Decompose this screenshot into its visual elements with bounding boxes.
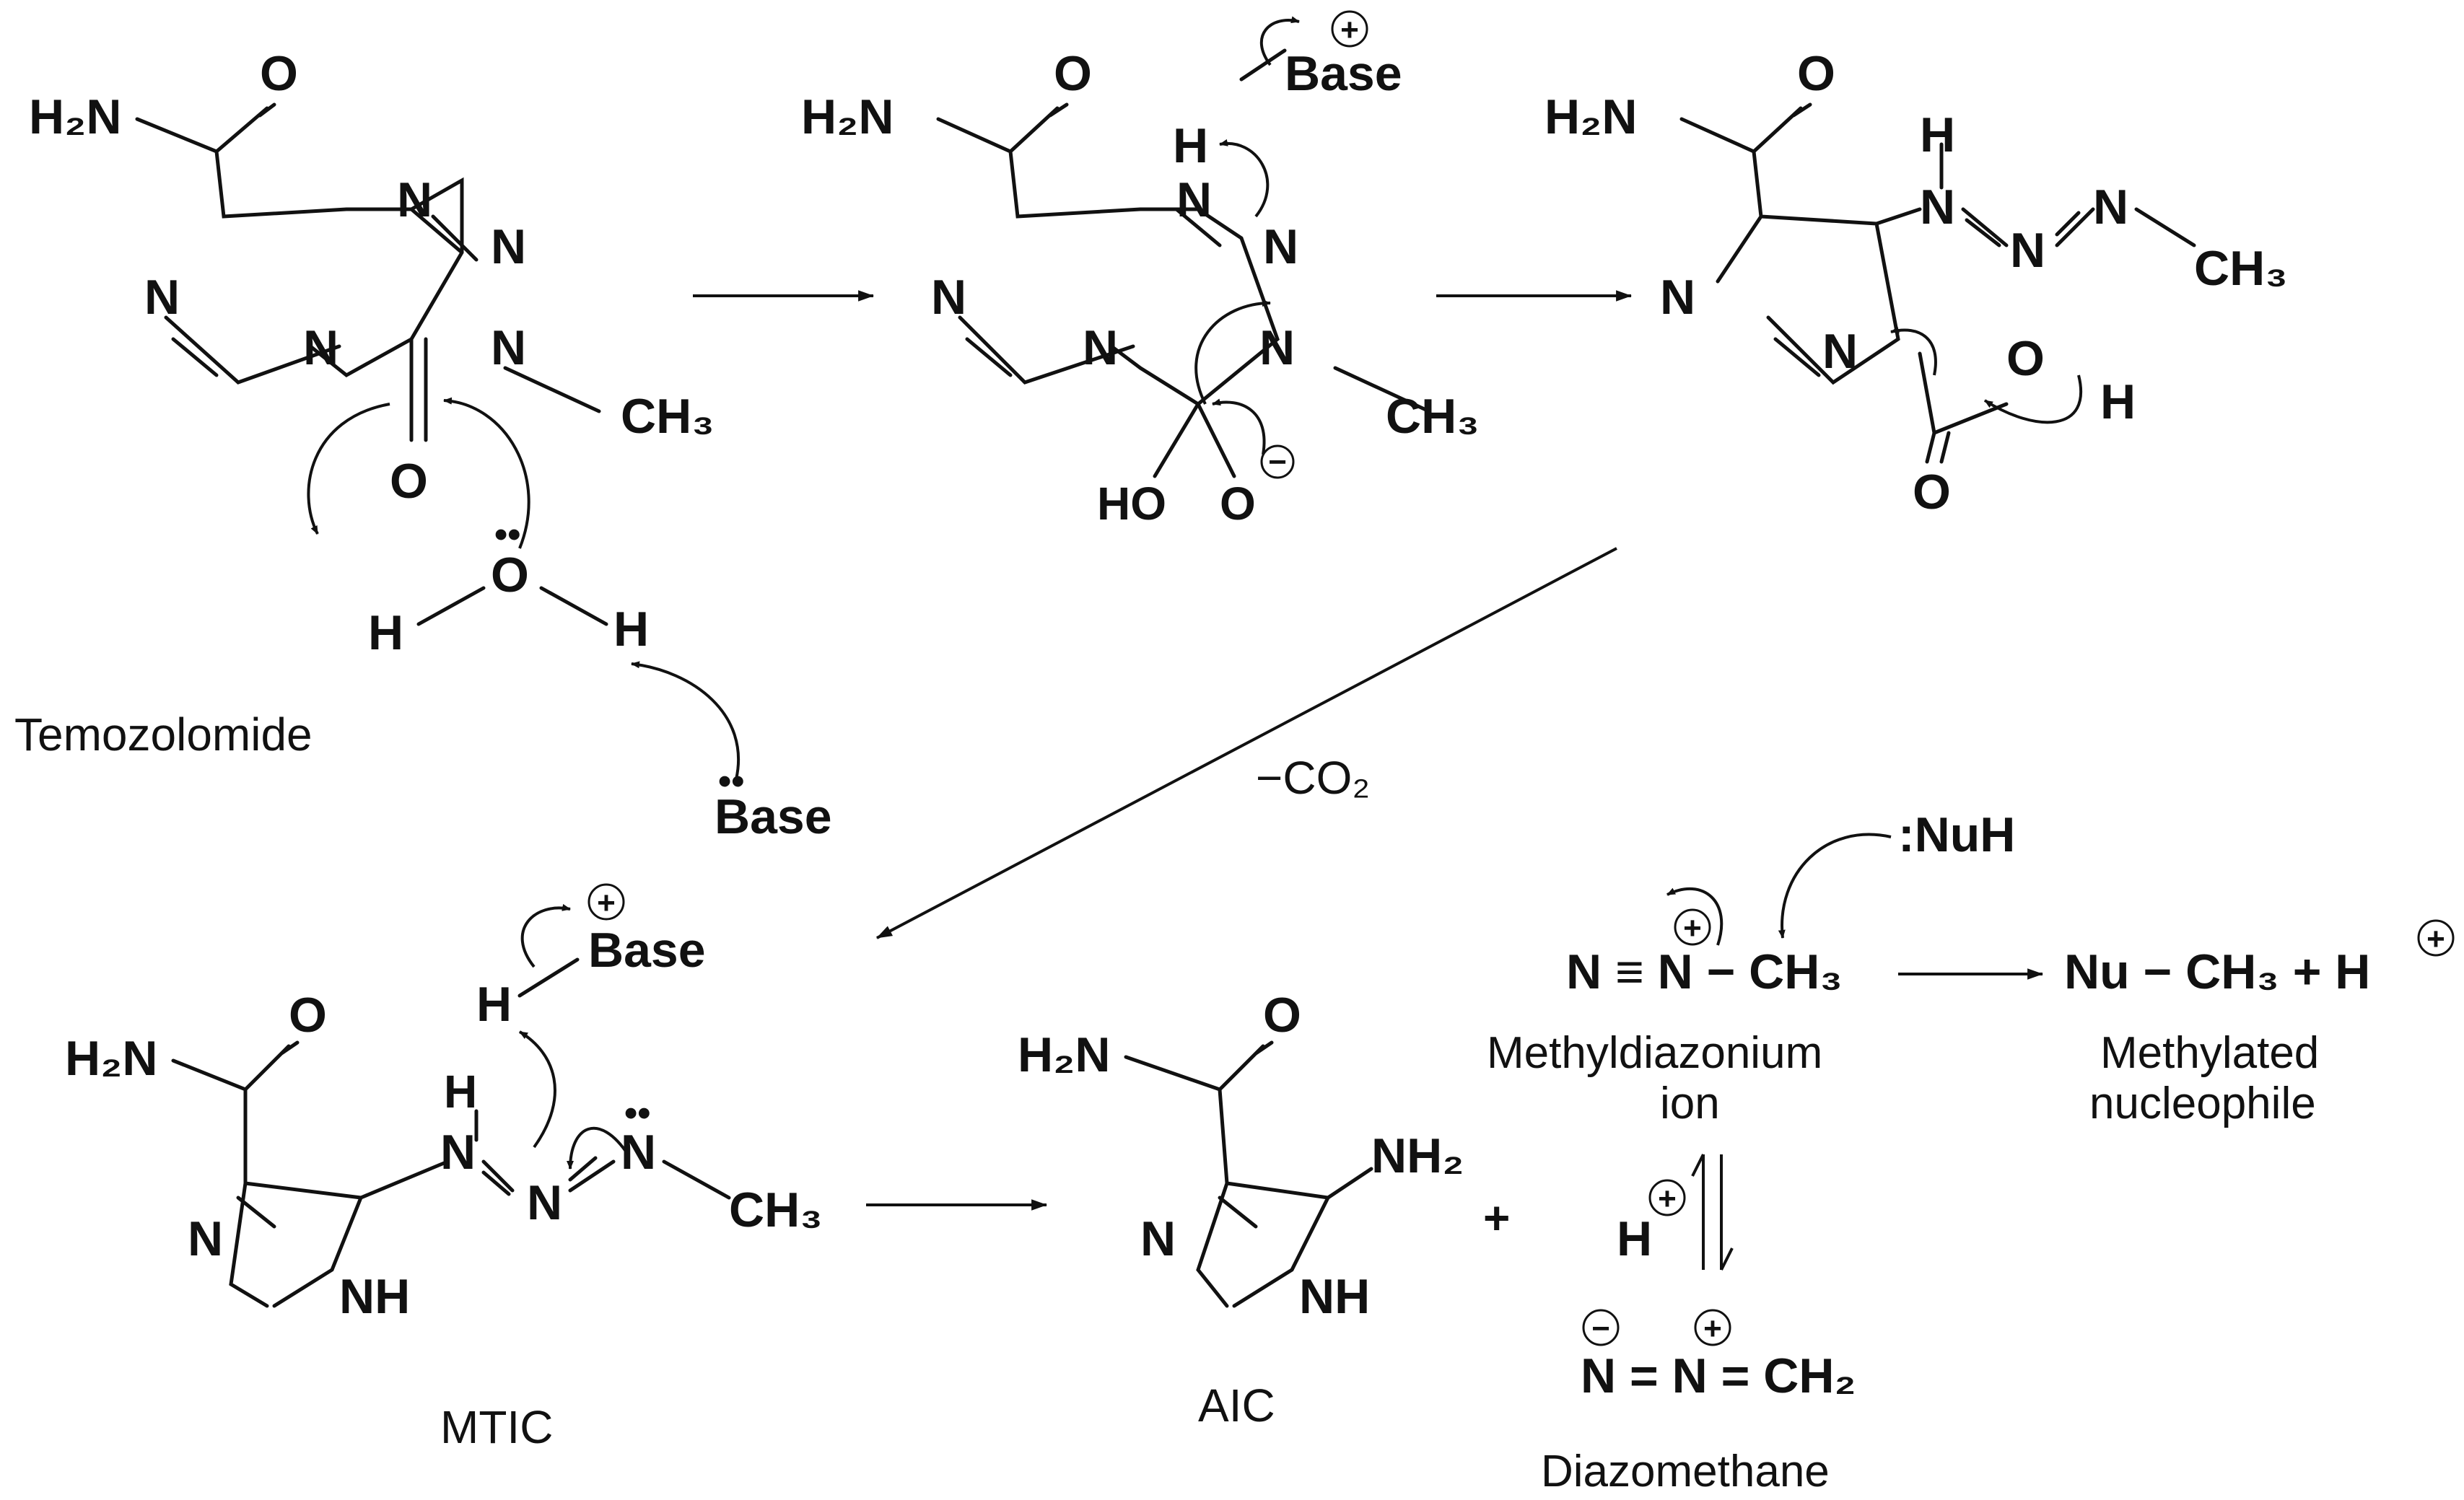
base-2-plus-charge [1331,10,1368,48]
intermediate-h: H [1173,118,1208,173]
carbamic-triazene-n3: N [2093,180,2128,234]
water-h-right: H [613,602,649,657]
intermediate-ho: HO [1097,478,1166,530]
water-lone-pair: •• [494,514,520,556]
label-methylated-line1: Methylated [2100,1028,2319,1078]
water-h-left: H [368,605,403,660]
carbamic-carbonyl-o: O [1797,46,1835,101]
equilibrium-h: H [1617,1211,1652,1266]
carbamic-triazene-n1: N [1920,180,1955,234]
mtic-h: H [476,977,512,1032]
diazomethane-minus-charge [1582,1309,1620,1346]
diazomethane-plus-sign: + [1703,1311,1722,1346]
temozolomide-h2n: H₂N [29,89,121,144]
tetrahedral-intermediate-structure: H₂N O N N N N N CH₃ HO O − H Base + [801,10,1480,530]
carbamic-n1: N [1822,324,1858,379]
intermediate-n3: N [1259,320,1295,375]
mtic-n3-lone-pair: •• [624,1092,650,1134]
diazomethane-minus-sign: − [1591,1311,1610,1346]
temozolomide-ch3: CH₃ [621,389,715,444]
mtic-n-imid: N [188,1211,223,1266]
mtic-ch3: CH₃ [729,1183,823,1237]
equilibrium-down-head [1720,1247,1734,1271]
equilibrium-h-plus-charge [1648,1179,1686,1216]
co2-loss-label: −CO₂ [1256,752,1370,804]
label-mtic: MTIC [440,1401,553,1453]
aic-carbonyl-o: O [1263,988,1301,1043]
intermediate-minus-charge [1260,444,1295,479]
diazomethane-plus-charge [1694,1309,1731,1346]
mtic-structure: H₂N O N NH H N N N •• CH₃ H Base + MTIC [65,883,823,1453]
aic-nh2: NH₂ [1371,1128,1464,1183]
label-temozolomide: Temozolomide [14,709,313,760]
methylated-product-formula: Nu − CH₃ + H [2064,944,2370,999]
aic-h2n: H₂N [1018,1027,1110,1082]
label-methylated-line2: nucleophile [2089,1079,2316,1128]
aic-structure: H₂N O NH₂ N NH AIC [1018,988,1464,1431]
intermediate-ch3: CH₃ [1386,389,1480,444]
temozolomide-c4-o: O [390,454,428,509]
carbamic-triazene-n2: N [2010,223,2045,278]
proton-plus-sign: + [2426,921,2445,957]
aic-plus: + [1483,1192,1510,1244]
base-2-plus-sign: + [1340,12,1359,48]
mtic-triazene-n2: N [527,1175,562,1230]
nuh-label: :NuH [1898,807,2015,862]
temozolomide-n-imid: N [144,270,180,325]
temozolomide-n-top: N [397,172,432,227]
carbamic-ch3: CH₃ [2194,241,2288,296]
label-aic: AIC [1198,1380,1275,1431]
diazomethane-formula: N = N = CH₂ [1581,1348,1856,1403]
methyldiazonium-group: :NuH N ≡ N − CH₃ + Methyldiazonium ion N… [1487,807,2455,1496]
intermediate-n-bridge: N [1083,320,1118,375]
base-1: Base [715,789,832,844]
carbamic-acid-structure: H₂N O N N H N N N CH₃ O O H [1545,46,2288,519]
intermediate-n-imid: N [931,270,966,325]
equilibrium-h-plus-sign: + [1658,1181,1677,1216]
base-1-lone-pair: •• [718,760,744,802]
temozolomide-carbonyl-o: O [260,46,298,101]
reaction-arrow-decarboxylation [876,547,1617,939]
temozolomide-structure: H₂N O N N N N N O CH₃ H O •• H Base •• T… [14,46,832,844]
aic-n-imid: N [1140,1211,1176,1266]
carbamic-n-imid: N [1660,270,1695,325]
base-3: Base [588,923,706,978]
base-2: Base [1285,46,1402,101]
aic-nh: NH [1299,1269,1370,1324]
mtic-carbonyl-o: O [289,988,327,1043]
label-diazomethane: Diazomethane [1541,1447,1830,1496]
methyldiazonium-plus-charge [1674,908,1711,946]
carbamic-h2n: H₂N [1545,89,1637,144]
intermediate-carbonyl-o: O [1054,46,1092,101]
carbamic-oh-h: H [2100,374,2136,429]
intermediate-n-top: N [1176,172,1212,227]
mtic-triazene-h: H [444,1066,477,1118]
base-3-plus-sign: + [597,885,616,921]
temozolomide-n-bridge: N [303,320,338,375]
temozolomide-n-right: N [491,219,526,274]
carbamic-oh-o: O [2006,331,2045,386]
methyldiazonium-plus-sign: + [1683,911,1702,946]
methyldiazonium-formula: N ≡ N − CH₃ [1566,944,1843,999]
temozolomide-n3: N [491,320,526,375]
mtic-triazene-n1: N [440,1125,476,1180]
mtic-h2n: H₂N [65,1031,157,1086]
label-methyldiazonium-line2: ion [1660,1079,1720,1128]
intermediate-minus-sign: − [1268,444,1287,480]
carbamic-c-o: O [1913,465,1951,519]
mtic-nh: NH [339,1269,410,1324]
proton-plus-charge [2417,919,2455,957]
label-methyldiazonium-line1: Methyldiazonium [1487,1028,1822,1078]
equilibrium-up-head [1691,1154,1705,1177]
intermediate-n-right: N [1263,219,1298,274]
base-3-plus-charge [587,883,625,921]
intermediate-h2n: H₂N [801,89,894,144]
carbamic-triazene-h: H [1920,108,1955,162]
intermediate-o-minus: O [1220,478,1256,530]
water-o: O [491,548,529,602]
